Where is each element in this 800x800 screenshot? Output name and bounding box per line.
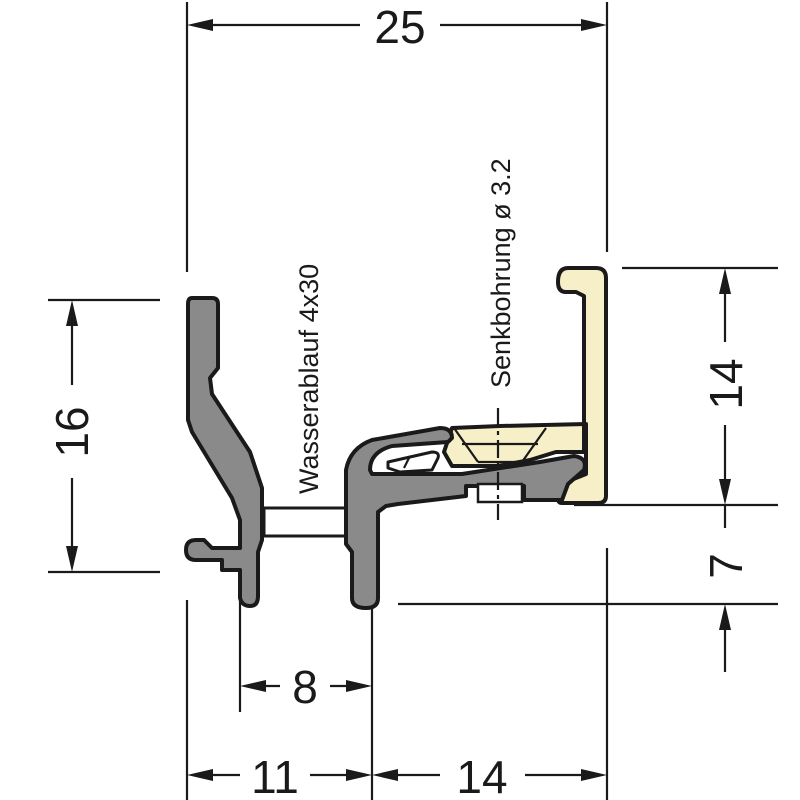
inner-hook bbox=[386, 450, 440, 474]
dim-right-upper-height: 14 bbox=[700, 358, 752, 409]
dim-right-lower-height: 7 bbox=[700, 553, 752, 579]
extension-lines bbox=[48, 2, 778, 800]
cross-section bbox=[184, 266, 608, 610]
right-profile-part bbox=[344, 426, 587, 610]
countersink-label: Senkbohrung ø 3.2 bbox=[486, 158, 516, 388]
dim-bottom-left-width: 11 bbox=[251, 751, 299, 800]
countersink-hole bbox=[453, 408, 547, 520]
dim-inner-width: 8 bbox=[292, 661, 318, 713]
dim-bottom-right-width: 14 bbox=[456, 751, 507, 800]
dimension-lines bbox=[66, 19, 731, 781]
drain-slot bbox=[262, 506, 348, 538]
hook-detail-line bbox=[403, 455, 411, 469]
dim-total-width: 25 bbox=[374, 1, 425, 53]
water-drain-label: Wasserablauf 4x30 bbox=[294, 264, 324, 494]
dim-left-height: 16 bbox=[46, 406, 98, 457]
left-profile-leg bbox=[184, 296, 264, 608]
